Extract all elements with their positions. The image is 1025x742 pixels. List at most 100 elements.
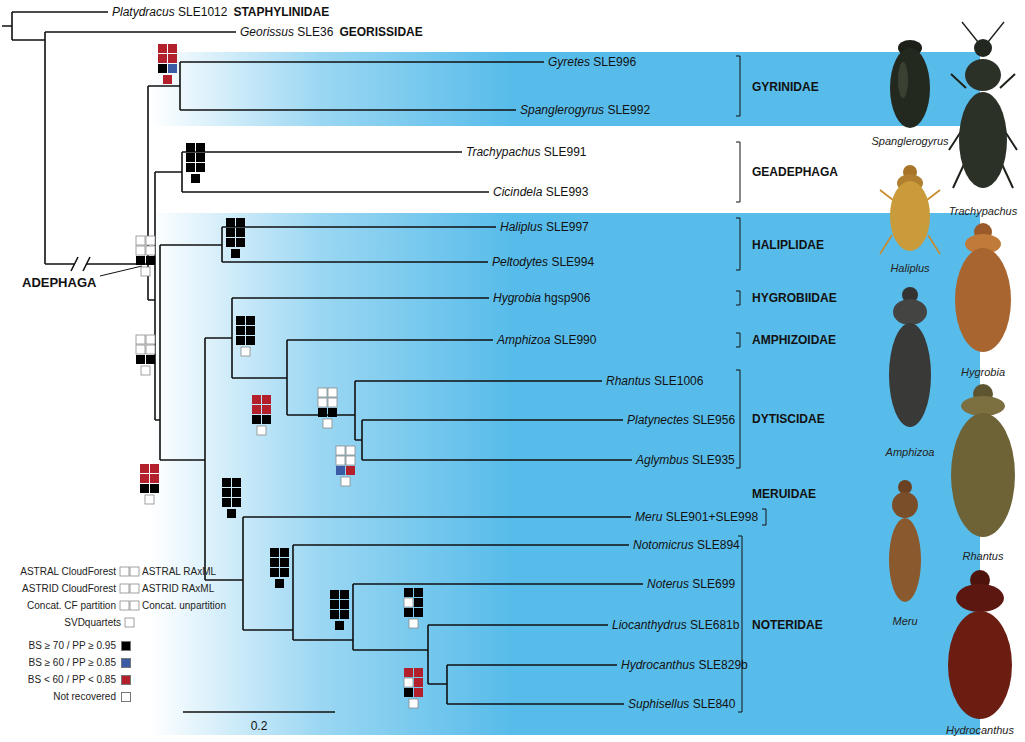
support-square — [328, 398, 337, 407]
specimen-code: SLE1012 — [175, 5, 228, 19]
photo-caption: Haliplus — [890, 261, 929, 275]
beetle-pronotum — [956, 584, 1004, 612]
family-label: GEORISSIDAE — [339, 25, 422, 39]
support-square — [146, 355, 155, 364]
genus-name: Amphizoa — [497, 333, 550, 347]
support-square — [136, 236, 145, 245]
beetle-pronotum — [893, 299, 927, 325]
support-square — [163, 75, 172, 84]
legend-text: BS ≥ 70 / PP ≥ 0.95 — [28, 640, 116, 652]
genus-name: Cicindela — [493, 185, 542, 199]
photo-caption: Amphizoa — [886, 445, 935, 459]
support-square — [236, 238, 245, 247]
support-square — [236, 316, 245, 325]
support-square — [226, 228, 235, 237]
specimen-code: SLE894 — [694, 538, 740, 552]
support-square — [140, 474, 149, 483]
family-label: GEADEPHAGA — [752, 165, 838, 179]
support-square — [196, 163, 205, 172]
support-square — [323, 419, 332, 428]
specimen-code: SLE681b — [687, 618, 740, 632]
support-square — [145, 495, 154, 504]
support-square — [340, 590, 349, 599]
genus-name: Hygrobia — [493, 291, 541, 305]
support-square — [150, 464, 159, 473]
family-label: NOTERIDAE — [752, 618, 823, 632]
support-square — [409, 699, 418, 708]
support-grid — [186, 143, 205, 183]
specimen-code: SLE992 — [604, 103, 650, 117]
support-square — [227, 509, 236, 518]
support-square — [186, 163, 195, 172]
support-square — [232, 488, 241, 497]
clade-band: Haliplus SLE997Peltodytes SLE994HALIPLID… — [150, 213, 980, 735]
beetle-photo — [889, 287, 931, 427]
support-square — [346, 446, 355, 455]
support-square — [246, 326, 255, 335]
family-label: MERUIDAE — [752, 487, 816, 501]
photo-caption: Trachypachus — [949, 204, 1017, 218]
genus-name: Meru — [635, 510, 662, 524]
legend-grid — [120, 567, 139, 627]
support-square — [232, 478, 241, 487]
support-square — [328, 408, 337, 417]
genus-name: Liocanthydrus — [612, 618, 687, 632]
family-label: HALIPLIDAE — [752, 238, 824, 252]
support-square — [246, 316, 255, 325]
branch-break — [71, 257, 90, 271]
clade-band: Gyretes SLE996Spanglerogyrus SLE992 GYRIN… — [150, 52, 980, 126]
support-square — [168, 44, 177, 53]
legend-text: SVDquartets — [64, 617, 121, 629]
support-square — [257, 426, 266, 435]
support-square — [140, 464, 149, 473]
support-square — [136, 345, 145, 354]
support-square — [252, 395, 261, 404]
taxon-label: Notomicrus SLE894 — [633, 538, 740, 552]
support-square — [414, 688, 423, 697]
legend-text: BS ≥ 60 / PP ≥ 0.85 — [28, 657, 116, 669]
support-square — [222, 478, 231, 487]
taxon-label: Gyretes SLE996 — [548, 55, 636, 69]
support-square — [414, 668, 423, 677]
legend-square — [130, 584, 139, 593]
support-square — [231, 249, 240, 258]
beetle-pronotum — [892, 492, 918, 518]
support-square — [140, 484, 149, 493]
beetle-body — [889, 518, 921, 602]
legend-text: Concat. unpartition — [142, 600, 226, 612]
taxon-label: Rhantus SLE1006 — [606, 374, 703, 388]
support-square — [336, 446, 345, 455]
legend-text: BS < 60 / PP < 0.85 — [28, 674, 116, 686]
genus-name: Spanglerogyrus — [520, 103, 604, 117]
support-square — [270, 558, 279, 567]
support-square — [335, 621, 344, 630]
support-square — [330, 600, 339, 609]
support-square — [146, 236, 155, 245]
family-label: GYRINIDAE — [752, 80, 819, 94]
beetle-body — [955, 248, 1011, 352]
family-label: DYTISCIDAE — [752, 412, 825, 426]
beetle-pronotum — [965, 59, 1001, 91]
support-square — [404, 678, 413, 687]
genus-name: Georissus — [240, 25, 294, 39]
photo-caption: Rhantus — [963, 549, 1004, 563]
specimen-code: SLE901+SLE998 — [662, 510, 758, 524]
support-square — [241, 347, 250, 356]
taxon-label: Platydracus SLE1012 — [112, 5, 227, 19]
support-square — [404, 688, 413, 697]
taxon-label: Hydrocanthus SLE829b — [621, 658, 748, 672]
specimen-code: SLE996 — [590, 55, 636, 69]
support-square — [346, 456, 355, 465]
specimen-code: SLE997 — [543, 220, 589, 234]
support-square — [168, 64, 177, 73]
legend-square — [120, 567, 129, 576]
support-square — [404, 598, 413, 607]
specimen-code: SLE991 — [540, 145, 586, 159]
support-square — [226, 238, 235, 247]
support-square — [328, 388, 337, 397]
support-square — [330, 590, 339, 599]
beetle-body — [889, 323, 931, 427]
support-square — [341, 477, 350, 486]
support-square — [136, 335, 145, 344]
